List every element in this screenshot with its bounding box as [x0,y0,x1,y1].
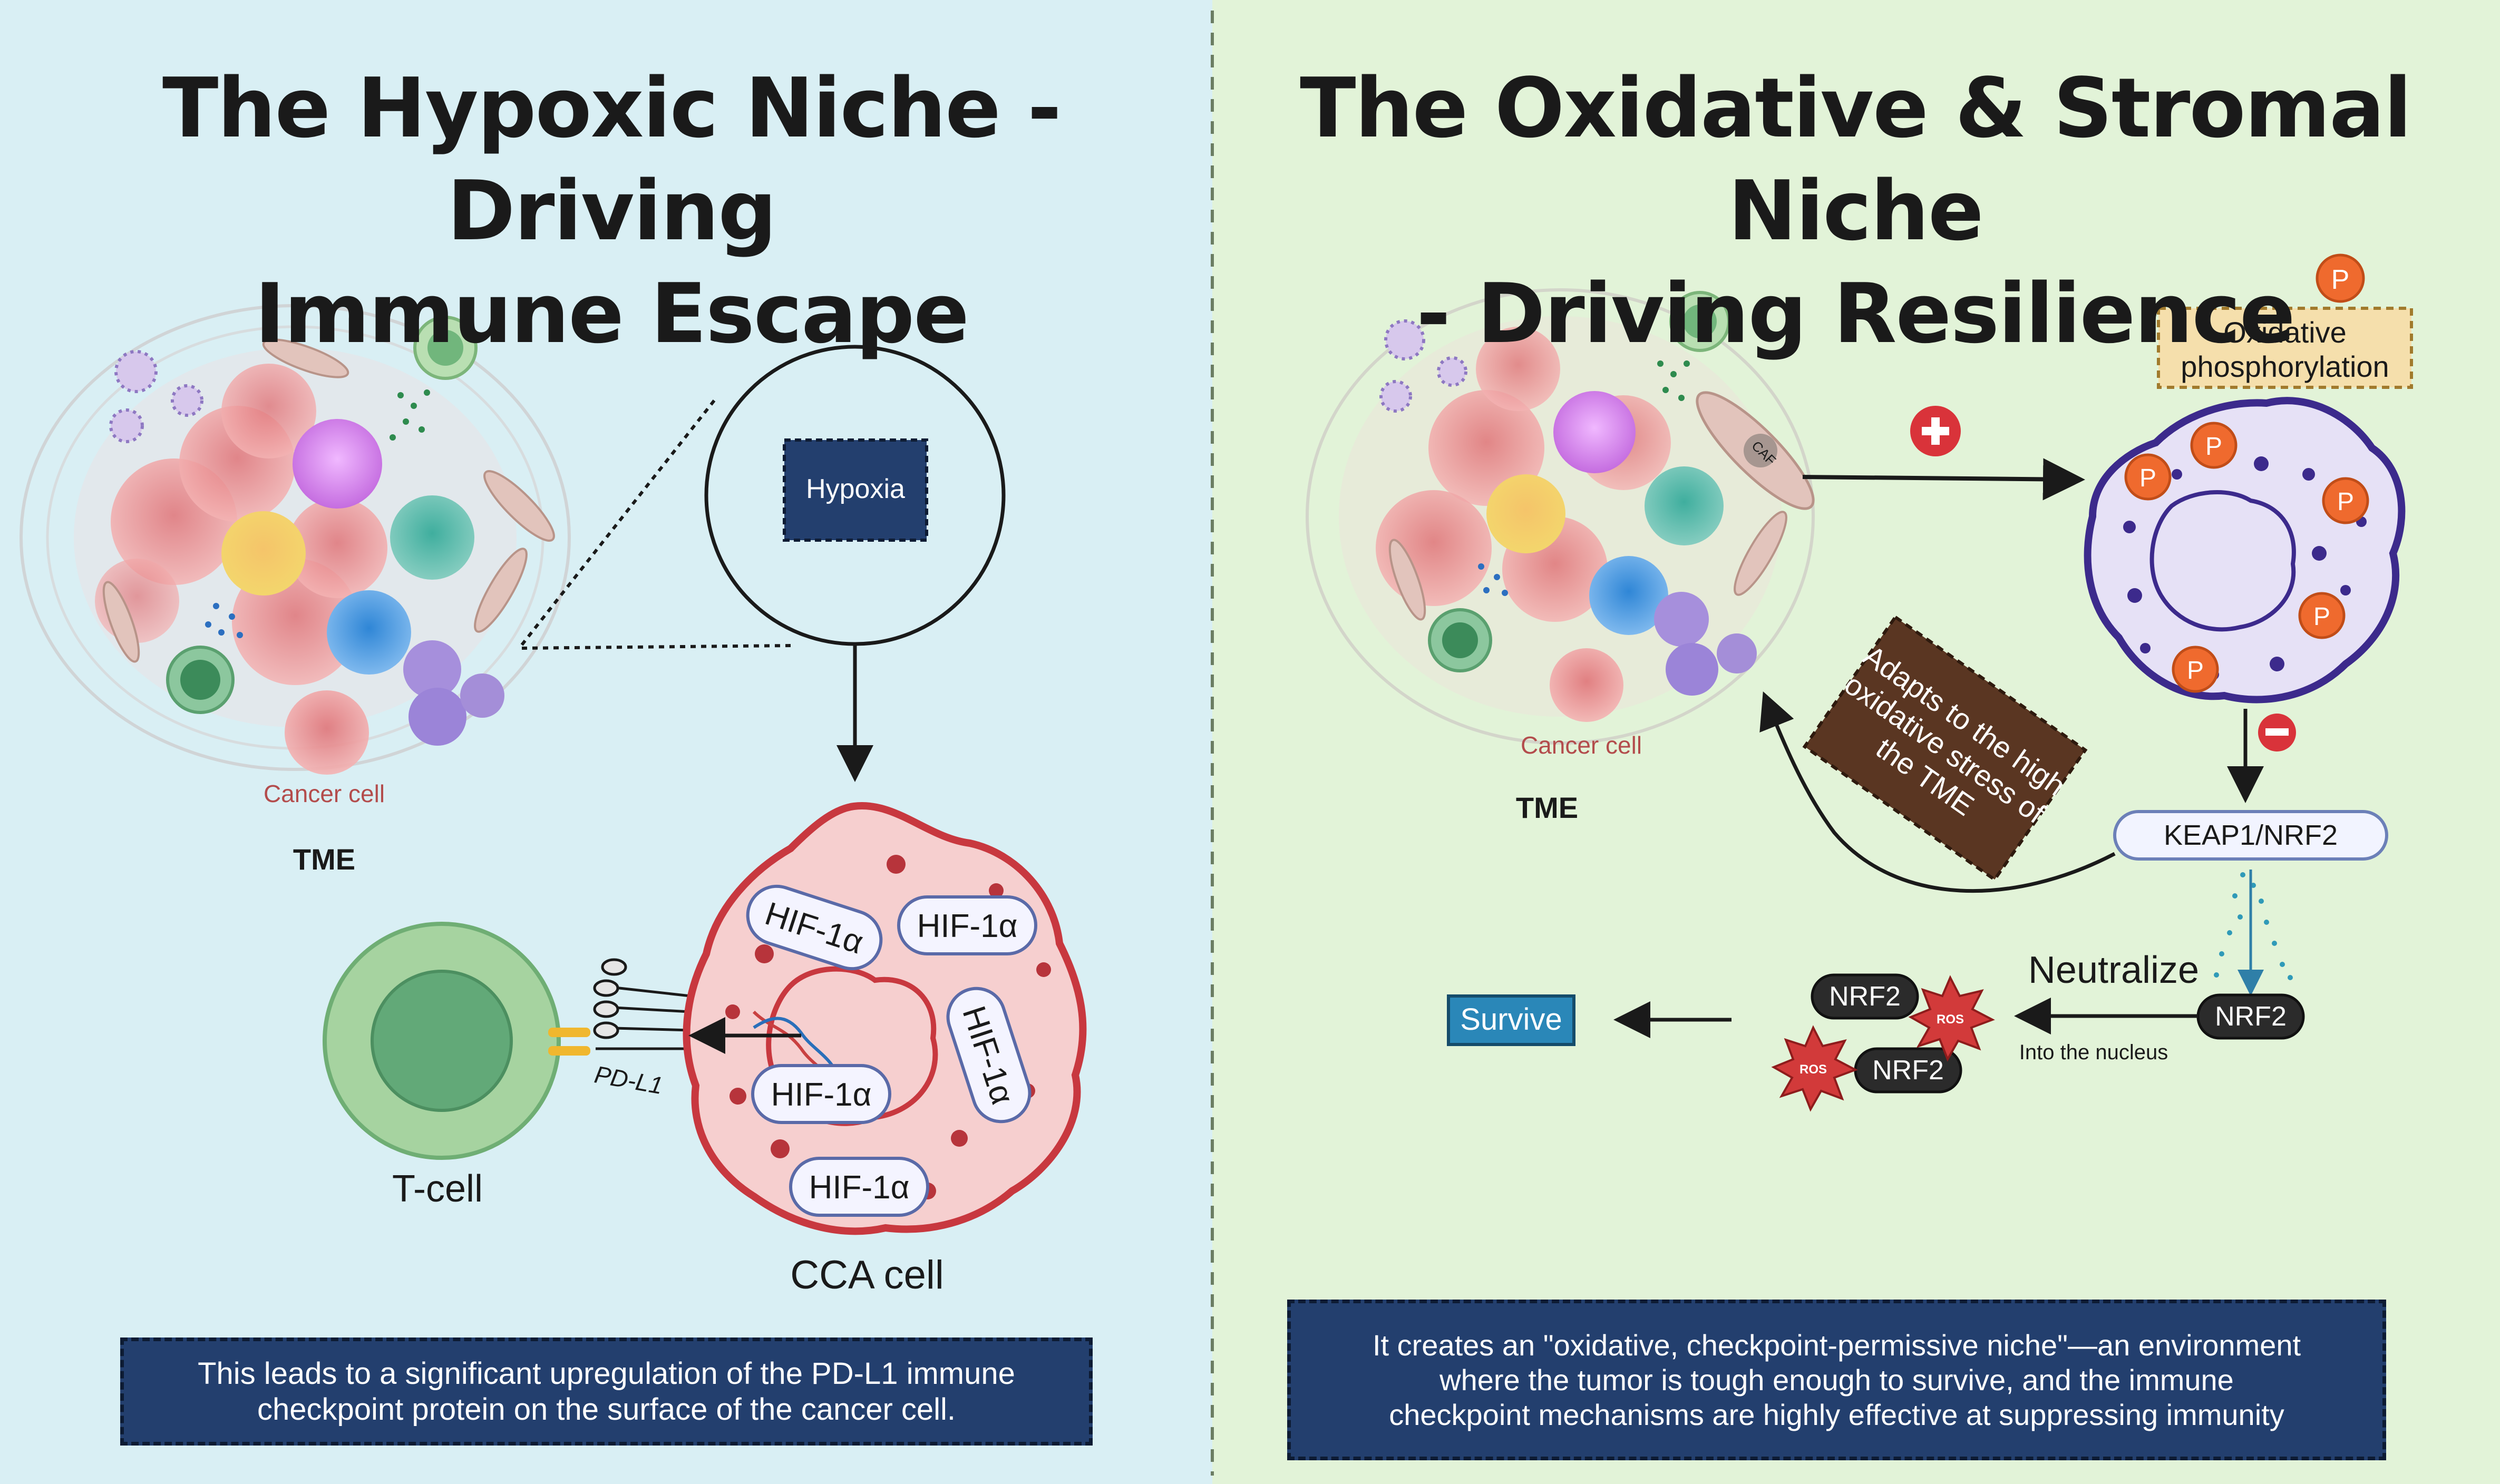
nrf2-pill-upper: NRF2 [1811,973,1919,1020]
svg-text:Survive: Survive [1460,1002,1562,1037]
svg-text:P: P [2331,265,2350,295]
t-cell: T-cell [323,922,590,1210]
right-title-line1: The Oxidative & Stromal Niche [1300,60,2412,259]
nrf2-pill-main: NRF2 [2196,993,2305,1040]
caf-nucleus [1744,434,1777,467]
svg-text:P: P [2337,488,2354,516]
svg-text:P: P [2205,433,2222,461]
oxphos-line1: Oxidative [2223,316,2346,349]
pd-l1-ligands [593,958,691,1050]
svg-text:NRF2: NRF2 [1829,981,1901,1012]
left-title-line1: The Hypoxic Niche - Driving [162,60,1062,259]
right-panel-title: The Oxidative & Stromal Niche - Driving … [1223,57,2488,365]
nrf2-pill-lower: NRF2 [1854,1047,1962,1094]
keap1-nrf2-pill: KEAP1/NRF2 [2113,810,2388,861]
phosphate-badge-top: P [2316,253,2365,303]
svg-text:NRF2: NRF2 [1872,1055,1944,1086]
left-title-line2: Immune Escape [254,266,969,362]
svg-text:NRF2: NRF2 [2215,1001,2287,1032]
right-caption-line3: checkpoint mechanisms are highly effecti… [1389,1398,2284,1431]
left-caption-box: This leads to a significant upregulation… [120,1337,1093,1446]
svg-text:ROS: ROS [1799,1062,1827,1077]
hif-pill-1: HIF-1α [746,884,883,971]
right-tme-label: TME [1516,791,1578,824]
tme-to-mitochondria-arrow [1802,458,2085,501]
oxphos-line2: phosphorylation [2181,350,2389,383]
left-tme-cluster: Cancer cell TME [20,304,571,876]
survive-box: Survive [1447,994,1575,1046]
svg-text:HIF-1α: HIF-1α [917,908,1018,944]
hypoxia-box [783,438,928,542]
plus-icon [1910,406,1961,456]
left-caption-line1: This leads to a significant upregulation… [198,1356,1015,1391]
right-cancer-cell-label: Cancer cell [1521,731,1642,759]
ros-burst-lower: ROS [1771,1025,1858,1112]
neutralize-label: Neutralize [2028,949,2199,991]
right-title-line2: - Driving Resilience [1416,266,2295,362]
svg-text:P: P [2187,657,2204,685]
left-panel-title: The Hypoxic Niche - Driving Immune Escap… [21,57,1202,365]
right-caption-box: It creates an "oxidative, checkpoint-per… [1287,1300,2386,1460]
into-nucleus-label: Into the nucleus [2019,1041,2168,1064]
left-tme-label: TME [293,843,355,876]
left-panel-background [0,0,1212,1484]
hif-pill-2: HIF-1α [897,895,1037,955]
feedback-arrow [1759,691,2116,893]
right-caption-line1: It creates an "oxidative, checkpoint-per… [1372,1328,2301,1362]
svg-text:ROS: ROS [1937,1012,1964,1027]
right-tme-cluster: CAF Cancer cell TME [1306,288,1815,824]
minus-icon [2258,714,2296,751]
oxphos-box: Oxidative phosphorylation [2157,307,2413,389]
hif-pill-4: HIF-1α [751,1064,891,1124]
svg-text:P: P [2139,464,2156,492]
hypoxia-label: Hypoxia [806,474,905,504]
left-cancer-cell-label: Cancer cell [264,780,385,807]
left-caption-line2: checkpoint protein on the surface of the… [257,1392,956,1427]
hif-pill-5: HIF-1α [789,1157,929,1217]
hypoxia-zoom-lens: Hypoxia [518,345,1006,782]
svg-text:P: P [2313,603,2330,631]
ros-burst-upper: ROS [1908,975,1995,1062]
svg-text:KEAP1/NRF2: KEAP1/NRF2 [2164,819,2338,851]
cca-cell-label: CCA cell [790,1253,943,1297]
t-cell-label: T-cell [392,1168,483,1210]
svg-text:HIF-1α: HIF-1α [809,1169,910,1206]
svg-text:HIF-1α: HIF-1α [771,1077,872,1113]
phosphate-badges: P P P P P [2124,422,2369,693]
right-caption-line2: where the tumor is tough enough to survi… [1439,1363,2234,1397]
